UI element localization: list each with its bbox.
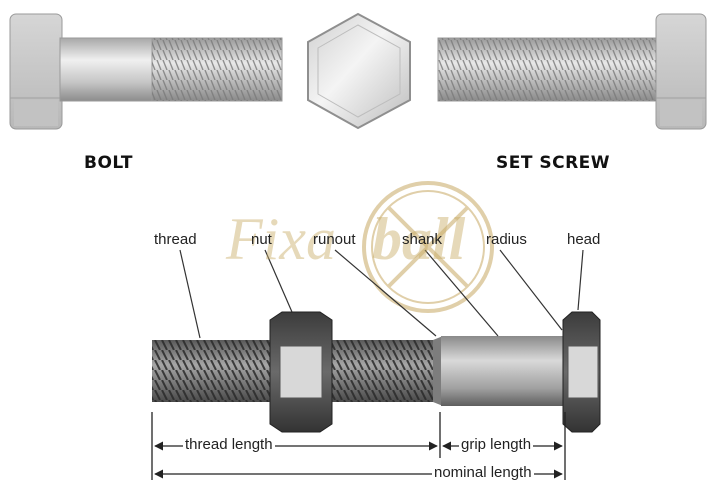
label-thread-length: thread length — [183, 436, 275, 453]
label-nut: nut — [251, 231, 272, 248]
caption-bolt: BOLT — [84, 153, 134, 173]
bolt-anatomy-illustration — [152, 311, 601, 433]
label-runout: runout — [313, 231, 356, 248]
watermark-emblem — [362, 181, 494, 313]
label-grip-length: grip length — [459, 436, 534, 453]
set-screw-illustration — [437, 13, 707, 130]
label-nominal-length: nominal length — [432, 464, 534, 481]
label-head: head — [567, 231, 601, 248]
bolt-illustration — [9, 13, 283, 130]
caption-set-screw: SET SCREW — [496, 153, 611, 173]
watermark-text-ball: ball — [372, 206, 466, 272]
watermark-text-fixa: Fixa — [226, 206, 336, 272]
label-thread: thread — [154, 231, 197, 248]
leader-lines — [179, 249, 584, 339]
label-shank: shank — [402, 231, 443, 248]
label-radius: radius — [486, 231, 527, 248]
hex-head-end-view — [307, 12, 411, 130]
